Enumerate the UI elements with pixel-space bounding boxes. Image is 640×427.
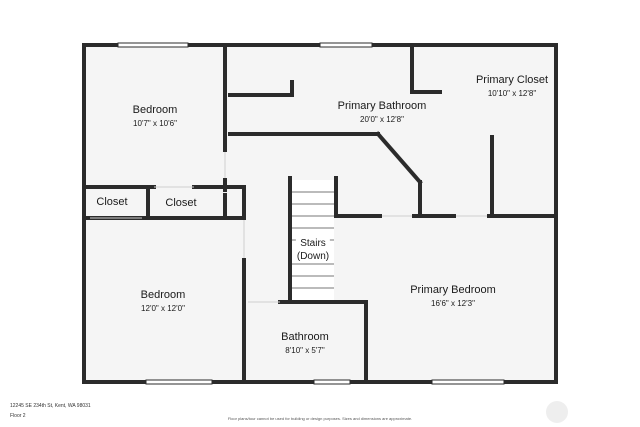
room-primary-closet: Primary Closet 10'10" x 12'8" — [476, 74, 548, 99]
room-bedroom-top: Bedroom 10'7" x 10'6" — [133, 104, 178, 129]
room-closet-left: Closet — [96, 196, 127, 209]
room-dimensions: 20'0" x 12'8" — [360, 115, 404, 124]
stairs-label-line1: Stairs — [300, 238, 326, 249]
room-closet-right: Closet — [165, 197, 196, 210]
room-name: Closet — [96, 196, 128, 208]
room-primary-bathroom: Primary Bathroom 20'0" x 12'8" — [338, 100, 427, 125]
room-name: Closet — [165, 197, 197, 209]
window-primary-bedroom — [431, 379, 505, 385]
room-dimensions: 10'10" x 12'8" — [487, 89, 537, 98]
footer-floor: Floor 2 — [10, 413, 26, 419]
footer-disclaimer: Floor plans/tour cannot be used for buil… — [227, 416, 413, 421]
room-name: Bedroom — [132, 104, 178, 116]
room-name: Primary Bedroom — [410, 284, 496, 296]
stairs-label-line2: (Down) — [296, 251, 330, 262]
room-dimensions: 10'7" x 10'6" — [133, 119, 177, 128]
stairs-label: Stairs (Down) — [295, 237, 331, 263]
window-top-bedroom — [117, 42, 189, 48]
windows — [117, 42, 505, 385]
room-dimensions: 12'0" x 12'0" — [141, 304, 185, 313]
room-primary-bedroom: Primary Bedroom 16'6" x 12'3" — [410, 284, 496, 309]
window-bottom-bedroom — [145, 379, 213, 385]
window-bathroom — [313, 379, 351, 385]
room-name: Bathroom — [281, 331, 329, 343]
brand-logo-icon — [546, 401, 568, 423]
window-primary-bath — [319, 42, 373, 48]
doorways — [90, 152, 487, 303]
room-name: Primary Closet — [475, 74, 549, 86]
room-name: Primary Bathroom — [337, 100, 427, 112]
room-name: Bedroom — [140, 289, 186, 301]
footer-address: 12245 SE 234th St, Kent, WA 98031 — [10, 403, 91, 409]
room-bathroom: Bathroom 8'10" x 5'7" — [281, 331, 329, 356]
room-dimensions: 16'6" x 12'3" — [431, 299, 475, 308]
room-dimensions: 8'10" x 5'7" — [285, 346, 325, 355]
room-bedroom-bottom: Bedroom 12'0" x 12'0" — [141, 289, 186, 314]
